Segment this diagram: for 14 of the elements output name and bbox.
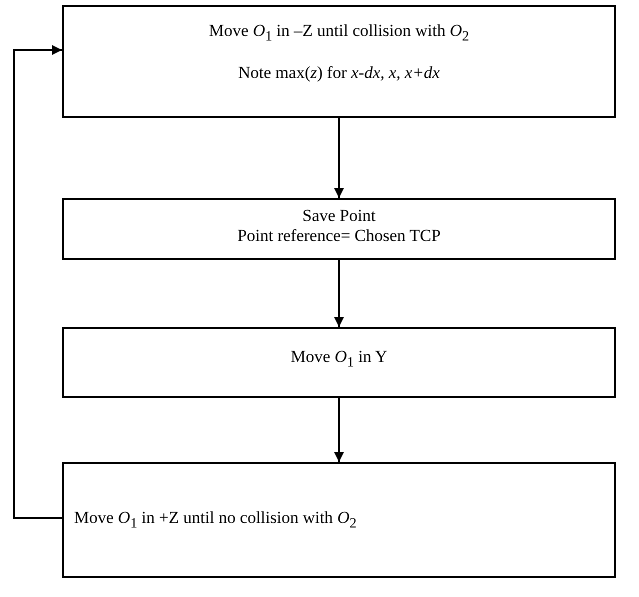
- arrow: [334, 118, 344, 198]
- process-box: [62, 327, 616, 398]
- arrow: [334, 260, 344, 327]
- step-text: Point reference= Chosen TCP: [236, 226, 442, 246]
- arrow: [13, 45, 62, 519]
- arrow: [334, 398, 344, 462]
- step-text: Move O$_{1}$ in Y: [290, 347, 388, 372]
- process-box: [62, 5, 616, 118]
- step-text: Save Point: [301, 206, 377, 226]
- step-text: Note max(z) for x-dx, x, x+dx: [237, 63, 441, 83]
- process-box: [62, 198, 616, 260]
- process-box: [62, 462, 616, 578]
- step-text: Move O$_{1}$ in +Z until no collision with O$_{2}$: [74, 508, 357, 532]
- step-text: Move O$_{1}$ in –Z until collision with O$_{2}$: [208, 21, 470, 46]
